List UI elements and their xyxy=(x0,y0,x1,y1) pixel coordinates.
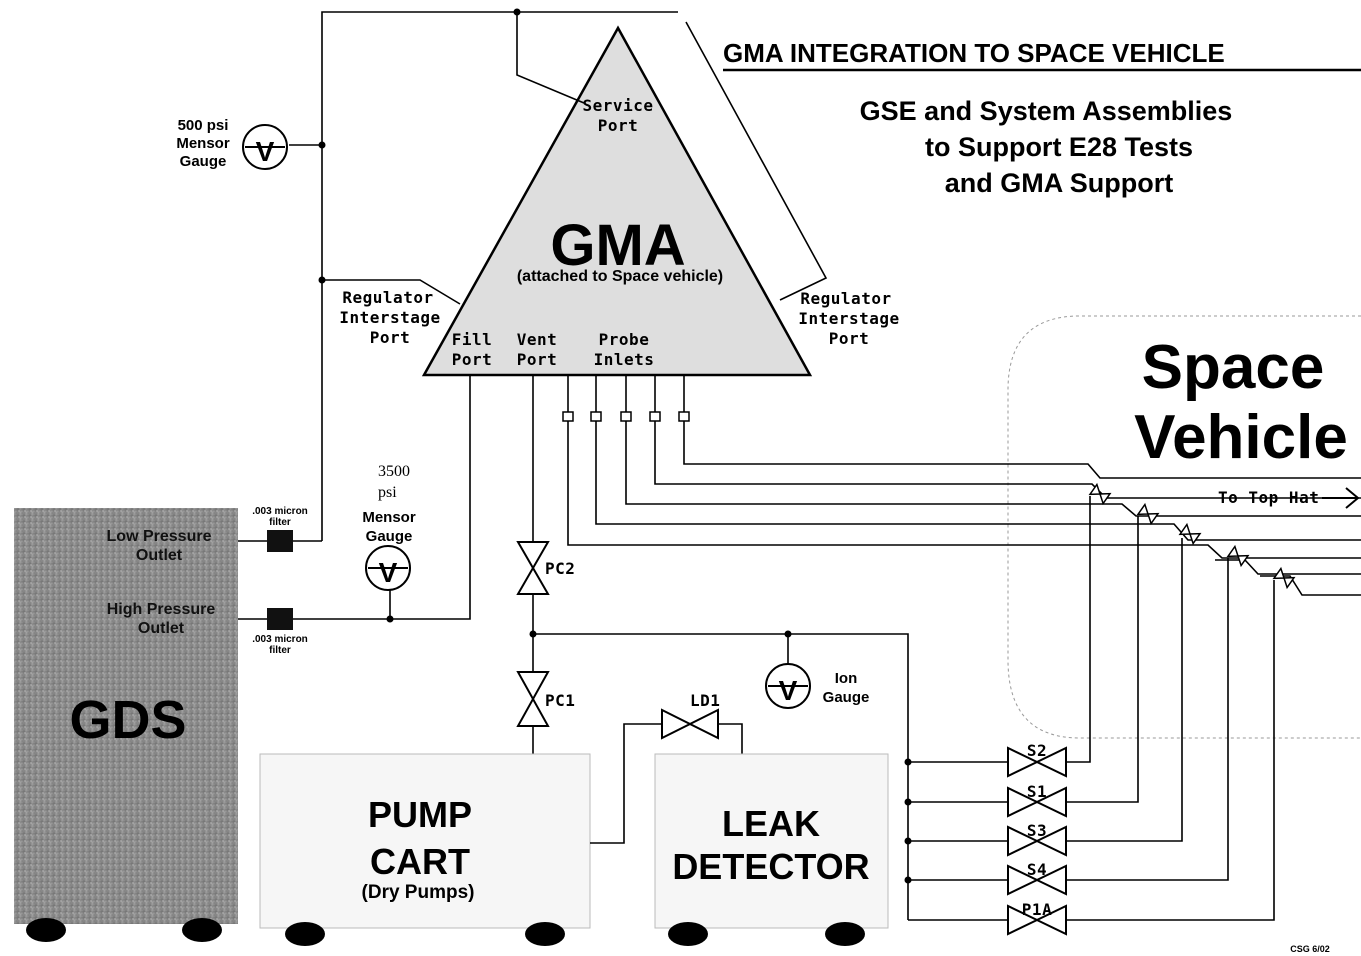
fill-port-label-2: Port xyxy=(452,350,493,369)
mensor-500-label-2: Mensor xyxy=(176,135,230,152)
pump-cart-box xyxy=(259,753,591,929)
ion-gauge: V xyxy=(765,663,811,709)
gma-note: (attached to Space vehicle) xyxy=(517,268,723,285)
low-filter xyxy=(267,530,293,552)
vent-port-label-1: Vent xyxy=(517,330,558,349)
ld1-line xyxy=(590,708,743,844)
s1-label: S1 xyxy=(1027,782,1047,801)
p1a-label: P1A xyxy=(1022,900,1052,919)
page-title: GMA INTEGRATION TO SPACE VEHICLE xyxy=(723,38,1225,68)
gauge-v-icon: V xyxy=(779,675,798,706)
s3-valve xyxy=(1007,825,1067,857)
s4-label: S4 xyxy=(1027,860,1047,879)
leak-detector-box xyxy=(654,753,889,929)
ld1-label: LD1 xyxy=(690,691,720,710)
pump-cart-label-1: PUMP xyxy=(368,794,472,835)
probe-inlets-label-2: Inlets xyxy=(594,350,655,369)
service-port-label-2: Port xyxy=(598,116,639,135)
subtitle-line-3: and GMA Support xyxy=(945,168,1173,198)
s2-label: S2 xyxy=(1027,741,1047,760)
regulator-right-label-2: Interstage xyxy=(798,309,899,328)
s-valve-bus xyxy=(904,496,1275,921)
regulator-right-label-3: Port xyxy=(829,329,870,348)
mensor-500-label-1: 500 psi xyxy=(178,117,229,134)
s2-valve xyxy=(1007,746,1067,778)
gauge-v-icon: V xyxy=(256,136,275,167)
vent-line xyxy=(529,375,909,920)
s4-valve xyxy=(1007,864,1067,896)
mensor-3500-label-2: psi xyxy=(378,484,397,501)
pc1-valve xyxy=(516,671,550,727)
mensor-3500-label-3: Mensor xyxy=(362,509,416,526)
leak-detector-label-1: LEAK xyxy=(722,803,820,844)
high-filter xyxy=(267,608,293,630)
gma-label: GMA xyxy=(550,213,685,278)
service-port-label-1: Service xyxy=(583,96,654,115)
filter-label-low-1: .003 micron xyxy=(252,506,308,517)
pump-cart-wheel-right xyxy=(525,922,565,946)
s3-label: S3 xyxy=(1027,821,1047,840)
leak-detector-wheel-right xyxy=(825,922,865,946)
regulator-right-label-1: Regulator xyxy=(800,289,891,308)
mensor-500-gauge: V xyxy=(242,124,288,170)
probe-line-valves xyxy=(1088,482,1296,590)
pc2-valve xyxy=(516,541,550,595)
vent-port-label-2: Port xyxy=(517,350,558,369)
regulator-left-label-1: Regulator xyxy=(342,288,433,307)
gds-low-outlet-2: Outlet xyxy=(136,547,183,564)
filter-label-high-1: .003 micron xyxy=(252,634,308,645)
fill-port-label-1: Fill xyxy=(452,330,493,349)
gds-wheel-right xyxy=(182,918,222,942)
probe-fittings xyxy=(562,375,690,422)
gds-outlet-lines xyxy=(238,375,471,623)
gds-cabinet xyxy=(14,508,238,924)
mensor-500-label-3: Gauge xyxy=(180,153,227,170)
gma-triangle xyxy=(421,25,813,377)
space-vehicle-label-2: Vehicle xyxy=(1134,403,1348,472)
filter-label-high-2: filter xyxy=(269,645,291,656)
p1a-valve xyxy=(1007,904,1067,936)
gds-wheel-left xyxy=(26,918,66,942)
regulator-left-label-2: Interstage xyxy=(339,308,440,327)
mensor-3500-label-4: Gauge xyxy=(366,528,413,545)
upper-plumbing xyxy=(289,8,828,541)
leak-detector-wheel-left xyxy=(668,922,708,946)
gauge-v-icon: V xyxy=(379,557,398,588)
subtitle-line-2: to Support E28 Tests xyxy=(925,132,1193,162)
space-vehicle-label-1: Space xyxy=(1142,333,1325,402)
probe-inlets-label-1: Probe xyxy=(599,330,650,349)
ion-gauge-label-1: Ion xyxy=(835,670,858,687)
footer-code: CSG 6/02 xyxy=(1290,944,1330,954)
subtitle-line-1: GSE and System Assemblies xyxy=(860,96,1233,126)
pump-cart-wheel-left xyxy=(285,922,325,946)
s1-valve xyxy=(1007,786,1067,818)
filter-label-low-2: filter xyxy=(269,517,291,528)
ion-gauge-label-2: Gauge xyxy=(823,689,870,706)
pump-cart-note: (Dry Pumps) xyxy=(362,882,475,903)
pc2-label: PC2 xyxy=(545,559,575,578)
gds-high-outlet-1: High Pressure xyxy=(107,601,216,618)
pc1-label: PC1 xyxy=(545,691,575,710)
gds-high-outlet-2: Outlet xyxy=(138,620,185,637)
leak-detector-label-2: DETECTOR xyxy=(672,846,869,887)
mensor-3500-gauge: V xyxy=(365,545,411,591)
gds-low-outlet-1: Low Pressure xyxy=(107,528,212,545)
pump-cart-label-2: CART xyxy=(370,841,470,882)
mensor-3500-label-1: 3500 xyxy=(378,463,410,480)
gds-label: GDS xyxy=(69,690,186,750)
space-vehicle-outline xyxy=(1007,315,1361,739)
probe-lines xyxy=(567,421,1361,596)
regulator-left-label-3: Port xyxy=(370,328,411,347)
